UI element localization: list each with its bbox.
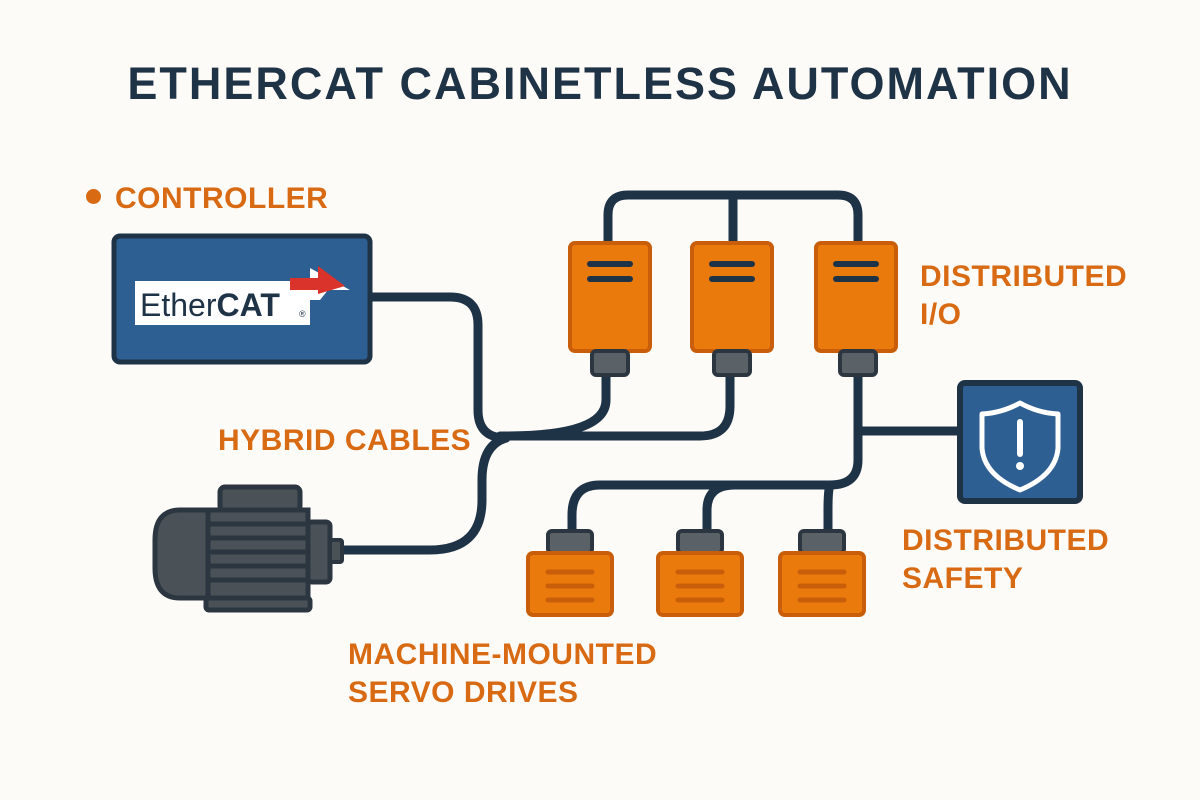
- io-module[interactable]: [690, 241, 774, 377]
- servo-drive[interactable]: [526, 529, 614, 617]
- io-module[interactable]: [814, 241, 898, 377]
- io-module[interactable]: [568, 241, 652, 377]
- hybrid-cables-label: HYBRID CABLES: [218, 424, 472, 457]
- hybrid-trunk-cable: [495, 370, 735, 441]
- servo2-cable: [702, 480, 740, 540]
- controller-cable: [365, 292, 511, 443]
- motor-icon[interactable]: [152, 484, 344, 613]
- servo-drive[interactable]: [778, 529, 866, 617]
- io1-cable: [501, 370, 611, 441]
- svg-text:®: ®: [299, 309, 306, 319]
- ethercat-logo-arrow: [290, 266, 345, 294]
- safety-device[interactable]: [957, 380, 1083, 504]
- controller-label: CONTROLLER: [86, 180, 328, 218]
- bullet-dot-icon: [86, 188, 101, 204]
- motor-cable: [325, 433, 511, 555]
- shield-exclamation-icon: [979, 400, 1061, 493]
- ethercat-logo-text: EtherCAT: [140, 287, 280, 323]
- io3-cable: [567, 370, 863, 540]
- servo3-cable: [823, 480, 835, 540]
- controller-device[interactable]: EtherCAT ®: [111, 233, 373, 365]
- servo-drive[interactable]: [656, 529, 744, 617]
- diagram-title: ETHERCAT CABINETLESS AUTOMATION: [127, 58, 1073, 109]
